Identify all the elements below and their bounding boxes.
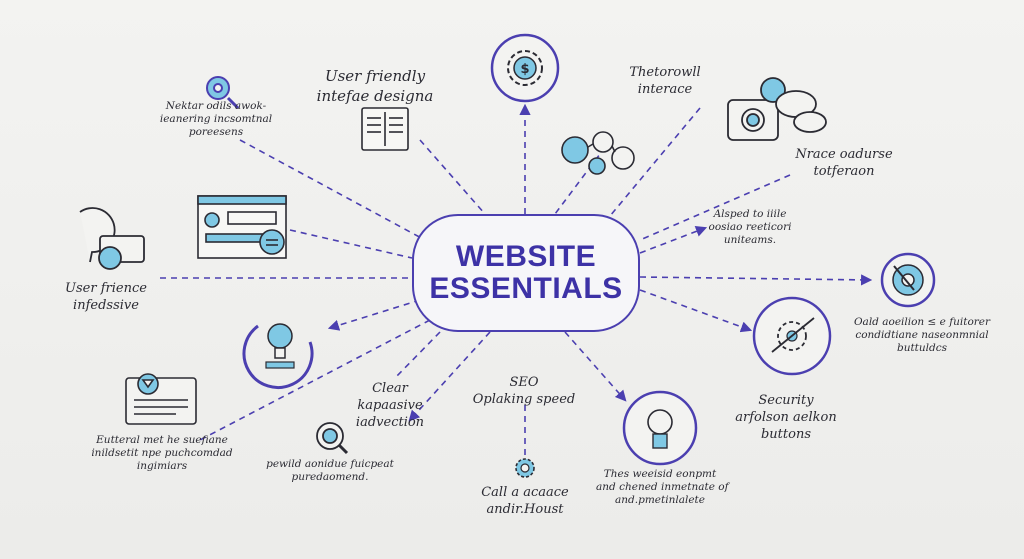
label-line: ingimiars: [136, 460, 188, 472]
center-title-box: WEBSITE ESSENTIALS: [412, 214, 640, 332]
connector-clear: [394, 331, 441, 379]
security-target-icon: [752, 296, 832, 376]
node-label-user-frience: User frience infedssive: [48, 280, 164, 314]
label-line: uniteams.: [723, 234, 777, 246]
node-label-call: Call a acaace andir.Houst: [464, 484, 586, 518]
label-line: SEO: [509, 375, 539, 390]
label-line: User friendly: [324, 67, 426, 85]
label-line: and chened inmetnate of: [596, 481, 729, 493]
label-line: interace: [637, 82, 693, 97]
connector-thetorowll: [609, 107, 701, 217]
connector-top-left: [239, 139, 426, 241]
label-line: Security: [758, 393, 814, 408]
gear-icon: [515, 458, 535, 478]
dropdown-window-icon: [125, 373, 197, 425]
connector-alsped: [639, 225, 708, 254]
label-line: Alsped to iiile: [713, 208, 787, 220]
lightbulb-icon: [622, 390, 698, 466]
node-label-clear: Clear kapaasive iadvection: [340, 380, 440, 431]
svg-text:$: $: [520, 62, 529, 77]
connector-browser: [289, 229, 413, 259]
node-label-top-left: Nektar odils awok- ieanering incsomtnal …: [154, 100, 278, 139]
target-icon: [880, 252, 936, 308]
label-line: Clear: [372, 381, 408, 396]
person-chat-icon: [79, 207, 145, 270]
label-line: Call a acaace: [481, 485, 569, 500]
connector-security: [639, 289, 753, 333]
browser-window-icon: [197, 195, 287, 259]
label-line: condidtiane naseonmnial: [855, 329, 989, 341]
connector-target: [639, 274, 873, 286]
label-line: Nrace oadurse: [795, 147, 893, 162]
label-line: Thes weeisid eonpmt: [603, 468, 717, 480]
label-line: Thetorowll: [629, 65, 701, 80]
label-line: Nektar odils awok-: [165, 100, 267, 112]
center-title-line2: ESSENTIALS: [429, 272, 623, 305]
gear-wrench-icon: [206, 76, 240, 110]
label-line: pewild aonidue fuicpeat: [266, 458, 394, 470]
node-label-oald: Oald aoeilion ≤ e fuitorer condidtiane n…: [848, 316, 996, 355]
center-title-line1: WEBSITE: [455, 240, 597, 273]
connector-lightbulb-circle: [327, 299, 421, 331]
camera-chat-icon: [727, 77, 827, 141]
node-label-eutteral: Eutteral met he suefiane inildsetit npe …: [78, 434, 246, 473]
label-line: and.pmetinlalete: [615, 494, 705, 506]
node-label-alsped: Alsped to iiile oosiao reeticori uniteam…: [705, 208, 795, 247]
node-label-pewild: pewild aonidue fuicpeat puredaomend.: [262, 458, 398, 484]
connector-nrace: [639, 174, 791, 241]
document-icon: [361, 107, 409, 151]
label-line: iadvection: [355, 415, 425, 430]
label-line: infedssive: [73, 298, 139, 313]
label-line: kapaasive: [357, 398, 423, 413]
lightbulb-chip-icon: [242, 323, 314, 389]
node-label-user-friendly: User friendly intefae designa: [310, 66, 440, 106]
money-gear-icon: $: [490, 33, 560, 103]
label-line: poreesens: [188, 126, 244, 138]
search-loop-icon: [316, 422, 349, 455]
label-line: andir.Houst: [486, 502, 564, 517]
label-line: puredaomend.: [291, 471, 369, 483]
node-label-thetorowll: Thetorowll interace: [610, 64, 720, 98]
label-line: buttuldcs: [896, 342, 948, 354]
node-label-thes: Thes weeisid eonpmt and chened inmetnate…: [596, 468, 729, 507]
label-line: arfolson aelkon: [735, 410, 837, 425]
node-label-nrace: Nrace oadurse totferaon: [792, 146, 896, 180]
user-network-icon: [561, 131, 635, 175]
label-line: Oald aoeilion ≤ e fuitorer: [853, 316, 991, 328]
label-line: User frience: [65, 281, 147, 296]
label-line: totferaon: [813, 164, 875, 179]
label-line: intefae designa: [316, 87, 434, 105]
label-line: buttons: [760, 427, 811, 442]
connector-pewild: [408, 331, 491, 422]
connector-thes: [564, 331, 627, 402]
connector-document: [419, 139, 486, 215]
node-label-security: Security arfolson aelkon buttons: [724, 392, 848, 443]
label-line: inildsetit npe puchcomdad: [91, 447, 233, 459]
label-line: ieanering incsomtnal: [159, 113, 273, 125]
label-line: Oplaking speed: [472, 392, 576, 407]
label-line: Eutteral met he suefiane: [96, 434, 228, 446]
node-label-seo: SEO Oplaking speed: [462, 374, 586, 408]
label-line: oosiao reeticori: [708, 221, 792, 233]
